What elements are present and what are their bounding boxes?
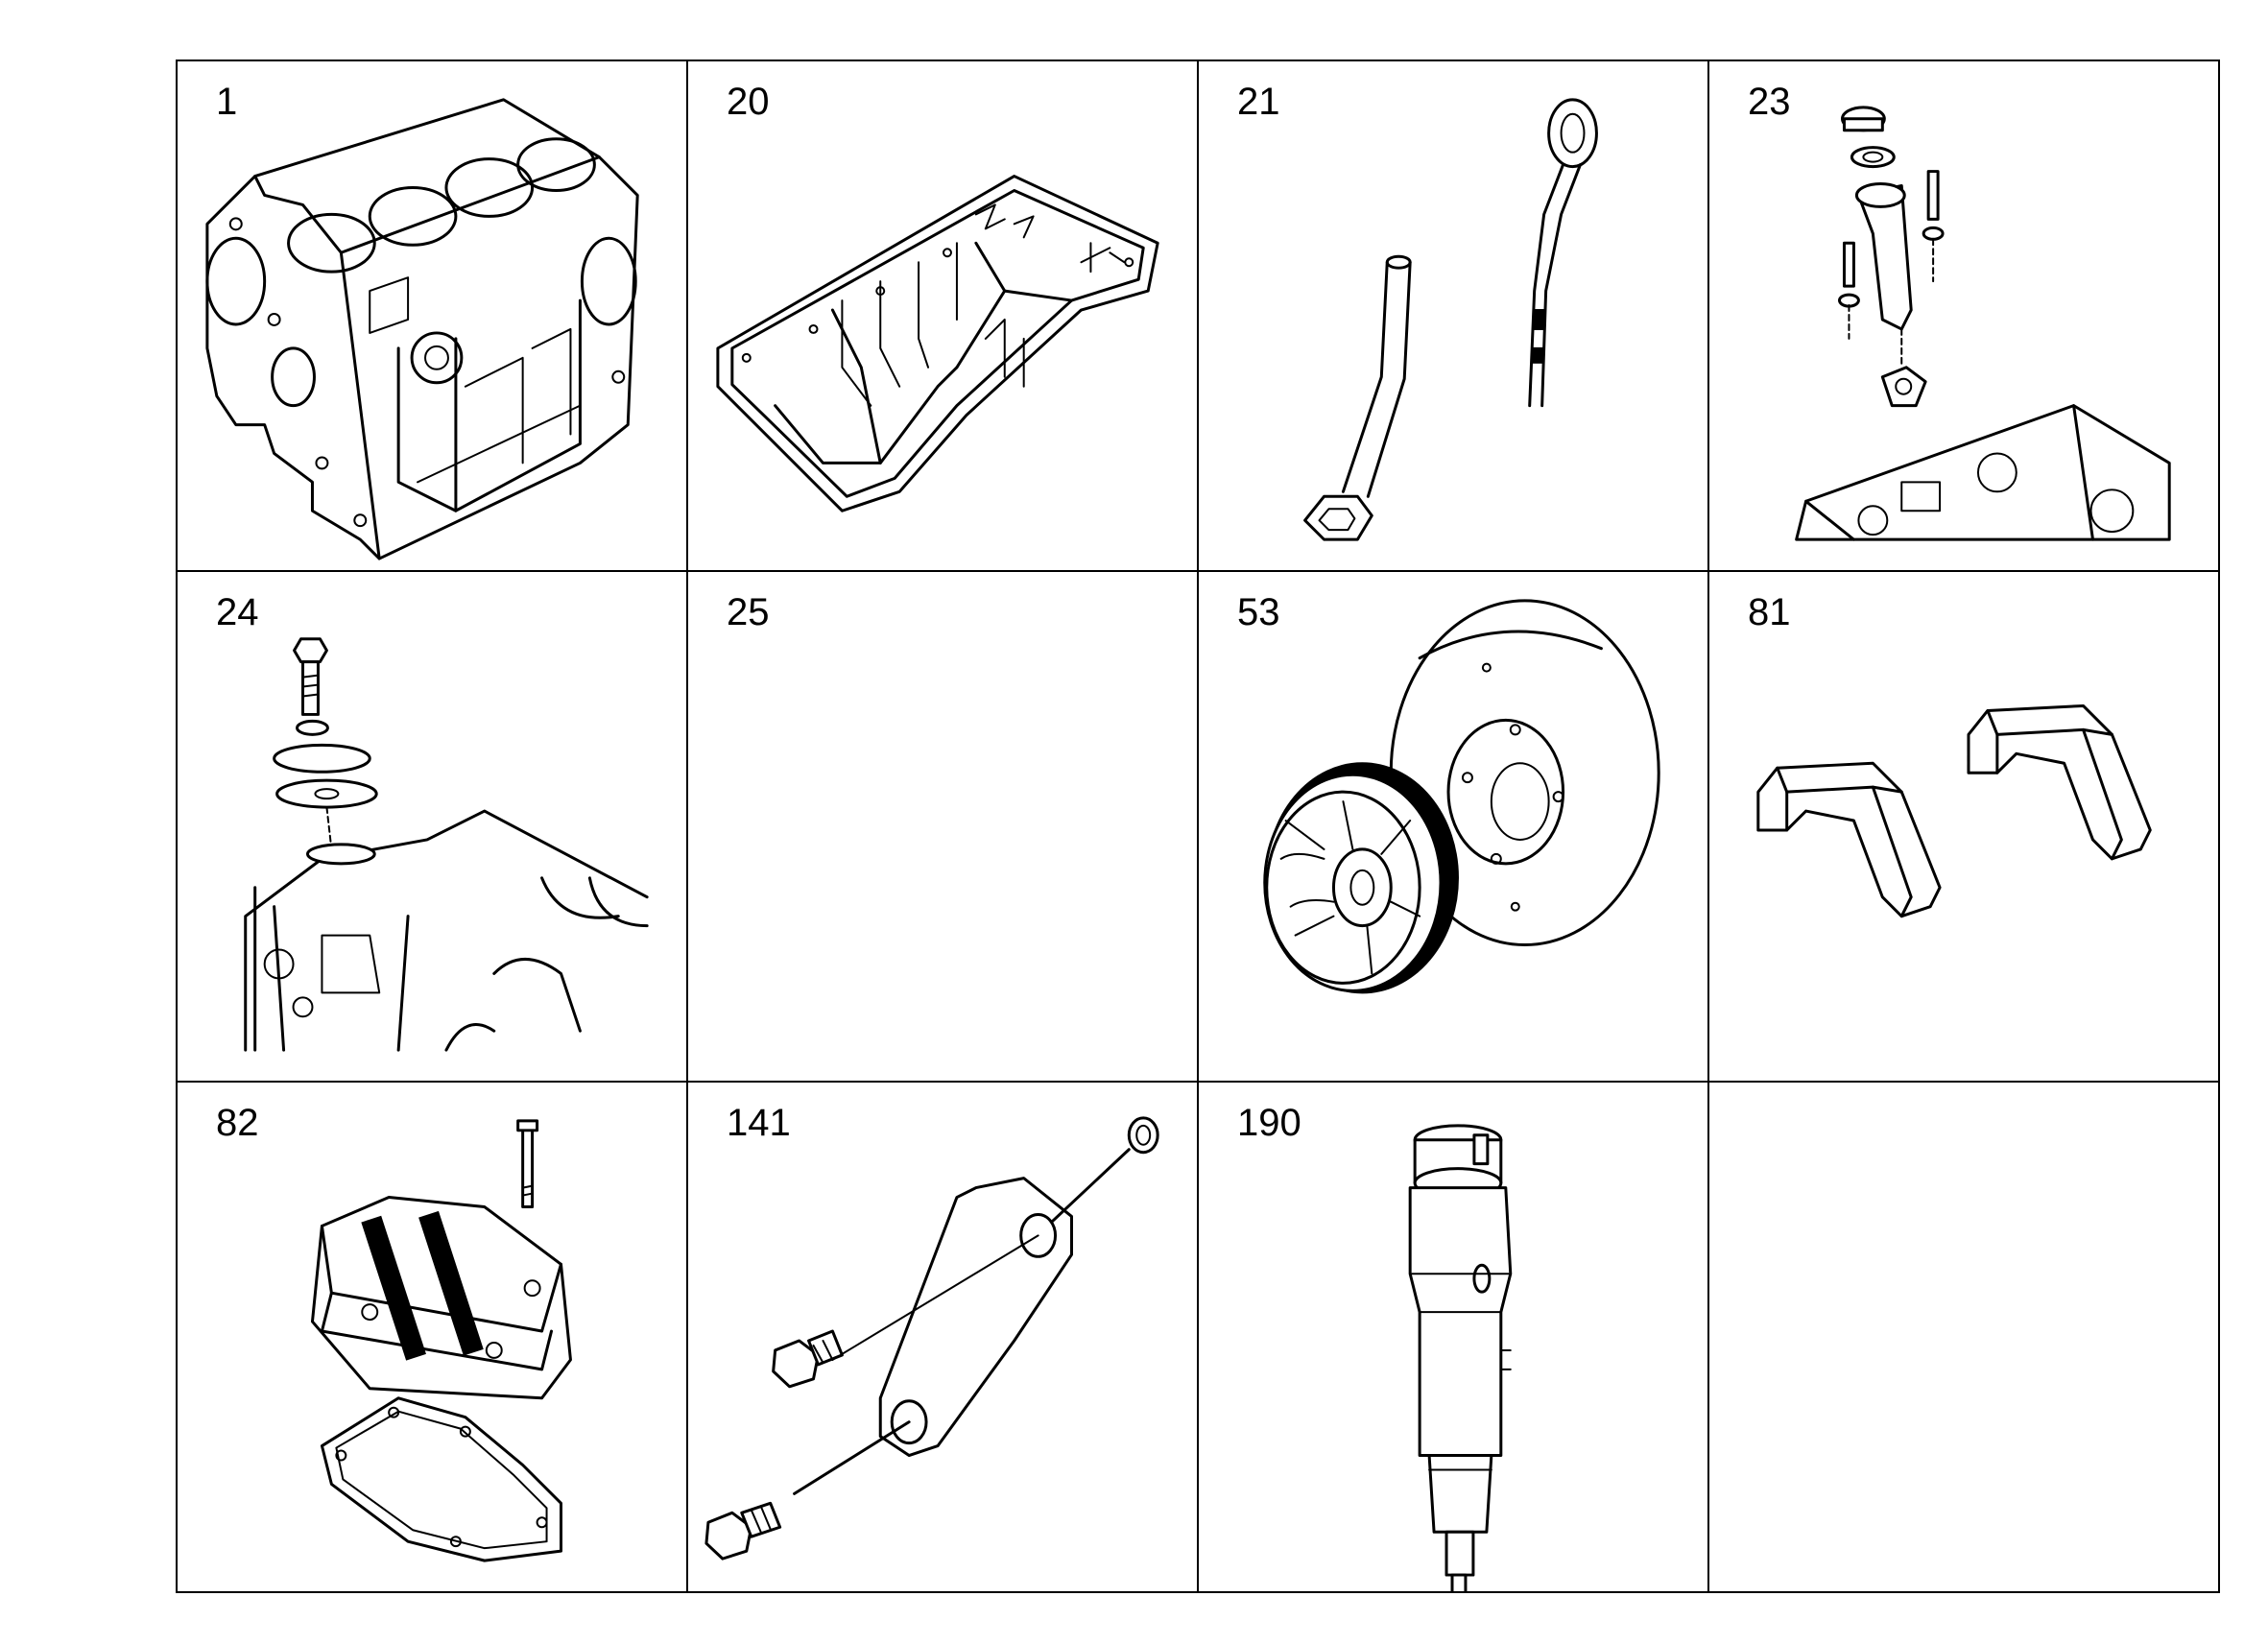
part-cell-21[interactable]: 21 xyxy=(1199,61,1709,572)
part-number: 20 xyxy=(727,81,770,123)
part-number: 24 xyxy=(216,591,259,633)
part-cell-20[interactable]: 20 xyxy=(688,61,1199,572)
part-number: 21 xyxy=(1237,81,1280,123)
dipstick-and-guide-tube-icon xyxy=(1303,98,1598,541)
part-cell-81[interactable]: 81 xyxy=(1709,572,2220,1083)
engine-block-icon xyxy=(205,98,639,560)
part-cell-23[interactable]: 23 xyxy=(1709,61,2220,572)
part-cell-141[interactable]: 141 xyxy=(688,1083,1199,1593)
part-number: 25 xyxy=(727,591,770,633)
part-cell-25[interactable]: 25 xyxy=(688,572,1199,1083)
part-cell-1[interactable]: 1 xyxy=(178,61,688,572)
part-cell-53[interactable]: 53 xyxy=(1199,572,1709,1083)
part-number: 81 xyxy=(1748,591,1791,633)
part-cell-empty xyxy=(1709,1083,2220,1593)
pulley-and-damper-icon xyxy=(1263,599,1660,994)
oil-filler-neck-icon xyxy=(1795,106,2171,541)
part-number: 82 xyxy=(216,1102,259,1144)
part-cell-24[interactable]: 24 xyxy=(178,572,688,1083)
part-cell-190[interactable]: 190 xyxy=(1199,1083,1709,1593)
bracket-with-bolts-icon xyxy=(704,1116,1159,1561)
cylinder-head-cover-icon xyxy=(310,1119,572,1562)
fuel-injector-icon xyxy=(1408,1124,1513,1591)
part-number: 190 xyxy=(1237,1102,1301,1144)
cover-plate-with-gasket-icon xyxy=(244,637,649,1052)
part-number: 141 xyxy=(727,1102,791,1144)
part-number: 1 xyxy=(216,81,238,123)
part-number: 53 xyxy=(1237,591,1280,633)
part-cell-82[interactable]: 82 xyxy=(178,1083,688,1593)
main-bearing-caps-icon xyxy=(1756,703,2152,918)
part-number: 23 xyxy=(1748,81,1791,123)
parts-grid: 1 20 xyxy=(176,60,2220,1593)
oil-pan-icon xyxy=(716,175,1159,512)
